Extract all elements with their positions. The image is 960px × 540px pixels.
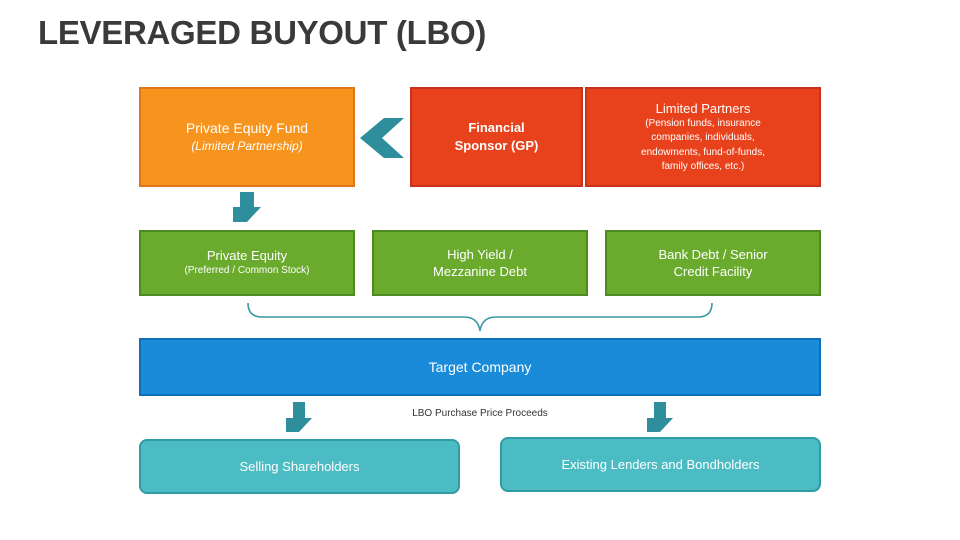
private-equity-box: Private Equity (Preferred / Common Stock… — [139, 230, 355, 296]
limited-partners-box: Limited Partners (Pension funds, insuran… — [585, 87, 821, 187]
limited-partners-title: Limited Partners — [655, 100, 751, 116]
high-yield-box: High Yield / Mezzanine Debt — [372, 230, 588, 296]
bank-debt-line2: Credit Facility — [673, 264, 753, 279]
brace-icon — [247, 302, 713, 332]
limited-partners-line: (Pension funds, insurance — [645, 117, 761, 129]
target-company-label: Target Company — [428, 359, 532, 375]
existing-lenders-box: Existing Lenders and Bondholders — [500, 437, 821, 492]
arrow-down-icon-shareholders — [286, 402, 312, 432]
high-yield-line2: Mezzanine Debt — [433, 264, 527, 279]
limited-partners-line: endowments, fund-of-funds, — [641, 146, 765, 158]
private-equity-title: Private Equity — [206, 248, 288, 264]
existing-lenders-label: Existing Lenders and Bondholders — [561, 456, 760, 472]
financial-sponsor-line2: Sponsor (GP) — [454, 138, 539, 153]
financial-sponsor-box: Financial Sponsor (GP) — [410, 87, 583, 187]
target-company-box: Target Company — [139, 338, 821, 396]
private-equity-fund-title: Private Equity Fund — [185, 120, 309, 136]
financial-sponsor-line1: Financial — [468, 120, 525, 135]
arrow-down-icon-fund — [233, 192, 261, 222]
page-title: LEVERAGED BUYOUT (LBO) — [38, 14, 487, 51]
limited-partners-line: companies, individuals, — [651, 132, 755, 143]
bank-debt-box: Bank Debt / Senior Credit Facility — [605, 230, 821, 296]
selling-shareholders-label: Selling Shareholders — [239, 458, 360, 474]
limited-partners-line: family offices, etc.) — [661, 161, 745, 172]
private-equity-fund-subtitle: (Limited Partnership) — [191, 139, 303, 153]
private-equity-fund-box: Private Equity Fund (Limited Partnership… — [139, 87, 355, 187]
proceeds-label: LBO Purchase Price Proceeds — [412, 408, 548, 419]
bank-debt-line1: Bank Debt / Senior — [658, 247, 768, 262]
private-equity-subtitle: (Preferred / Common Stock) — [184, 265, 310, 277]
chevron-left-arrow-icon — [360, 118, 404, 158]
high-yield-line1: High Yield / — [447, 247, 513, 262]
arrow-down-icon-lenders — [647, 402, 673, 432]
selling-shareholders-box: Selling Shareholders — [139, 439, 460, 494]
